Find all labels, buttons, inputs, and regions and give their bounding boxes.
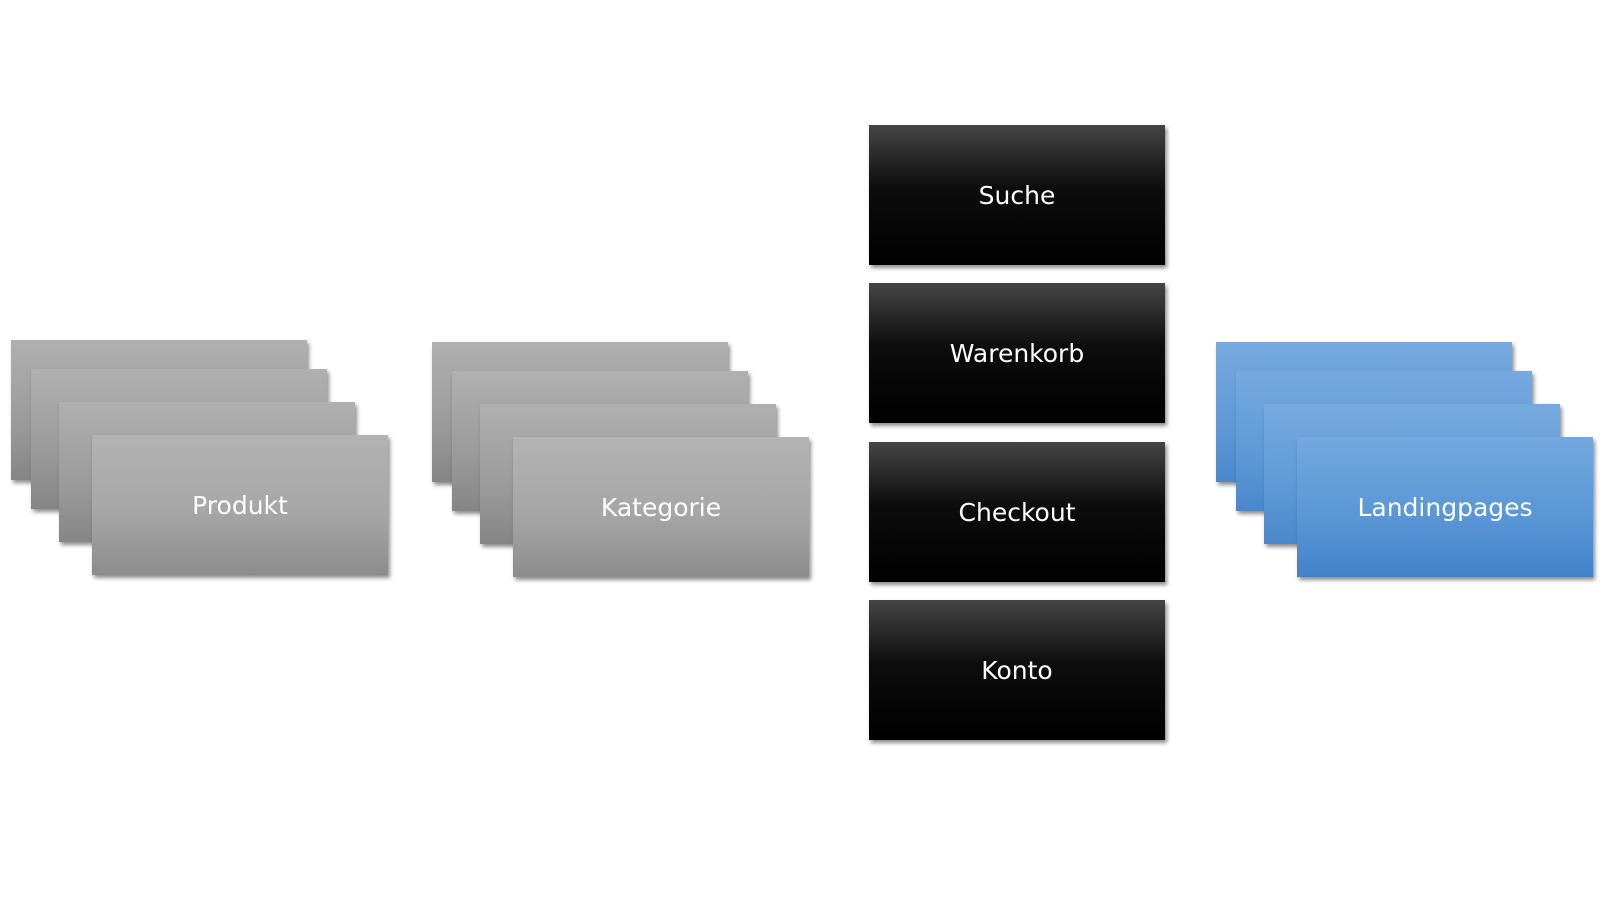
konto-label: Konto	[981, 655, 1053, 685]
suche-label: Suche	[978, 180, 1056, 210]
produkt-label: Produkt	[192, 490, 288, 520]
landingpages-card: Landingpages	[1297, 437, 1593, 577]
warenkorb-label: Warenkorb	[949, 338, 1085, 368]
kategorie-label: Kategorie	[600, 492, 722, 522]
checkout-card: Checkout	[869, 442, 1165, 582]
kategorie-card: Kategorie	[513, 437, 809, 577]
landingpages-label: Landingpages	[1357, 492, 1533, 522]
konto-card: Konto	[869, 600, 1165, 740]
checkout-label: Checkout	[958, 497, 1076, 527]
warenkorb-card: Warenkorb	[869, 283, 1165, 423]
suche-card: Suche	[869, 125, 1165, 265]
produkt-card: Produkt	[92, 435, 388, 575]
